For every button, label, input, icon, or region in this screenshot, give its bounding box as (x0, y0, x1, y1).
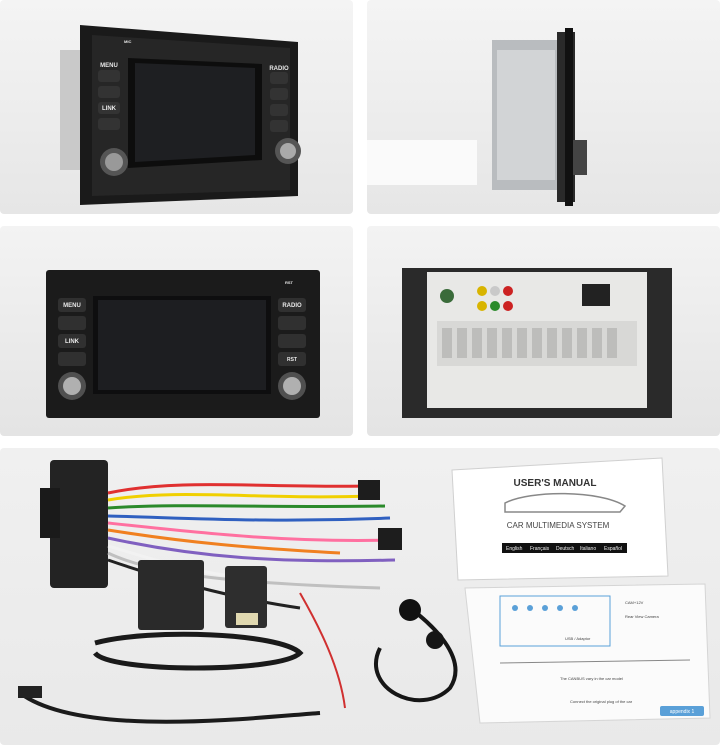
menu-label-front: MENU (63, 303, 81, 309)
diagram-label-usb: USB / Adaptor (565, 636, 591, 641)
lang-french: Français (530, 546, 550, 552)
radio-label-front: RADIO (282, 303, 302, 309)
photo-unit-angled-front: MENU LINK RADIO MIC (0, 0, 353, 214)
lang-spanish: Español (604, 546, 622, 552)
diagram-label-camera: Rear View Camera (625, 614, 659, 619)
menu-label: MENU (100, 63, 118, 69)
link-label-front: LINK (65, 339, 80, 345)
manual-title: USER'S MANUAL (514, 478, 597, 489)
photo-unit-rear-view (367, 226, 720, 436)
diagram-label-cam: CAM+12V (625, 600, 644, 605)
lang-english: English (506, 546, 523, 552)
photo-accessories: USER'S MANUAL CAR MULTIMEDIA SYSTEM Engl… (0, 448, 720, 745)
manual-subtitle: CAR MULTIMEDIA SYSTEM (507, 521, 610, 530)
rst-top-label: RST (285, 280, 294, 285)
lang-german: Deutsch (556, 546, 575, 552)
radio-label: RADIO (269, 66, 289, 72)
photo-unit-side-view (367, 0, 720, 214)
rst-label-front: RST (287, 357, 297, 363)
diagram-footer-text: Connect the original plug of the car (570, 699, 633, 704)
appendix-badge: appendix 1 (670, 709, 695, 715)
photo-unit-front-view: MENU LINK RADIO RST RST (0, 226, 353, 436)
mic-label: MIC (124, 39, 131, 44)
diagram-note: The CANBUS vary in the car model (560, 676, 623, 681)
link-label: LINK (102, 106, 117, 112)
lang-italian: Italiano (580, 546, 596, 552)
